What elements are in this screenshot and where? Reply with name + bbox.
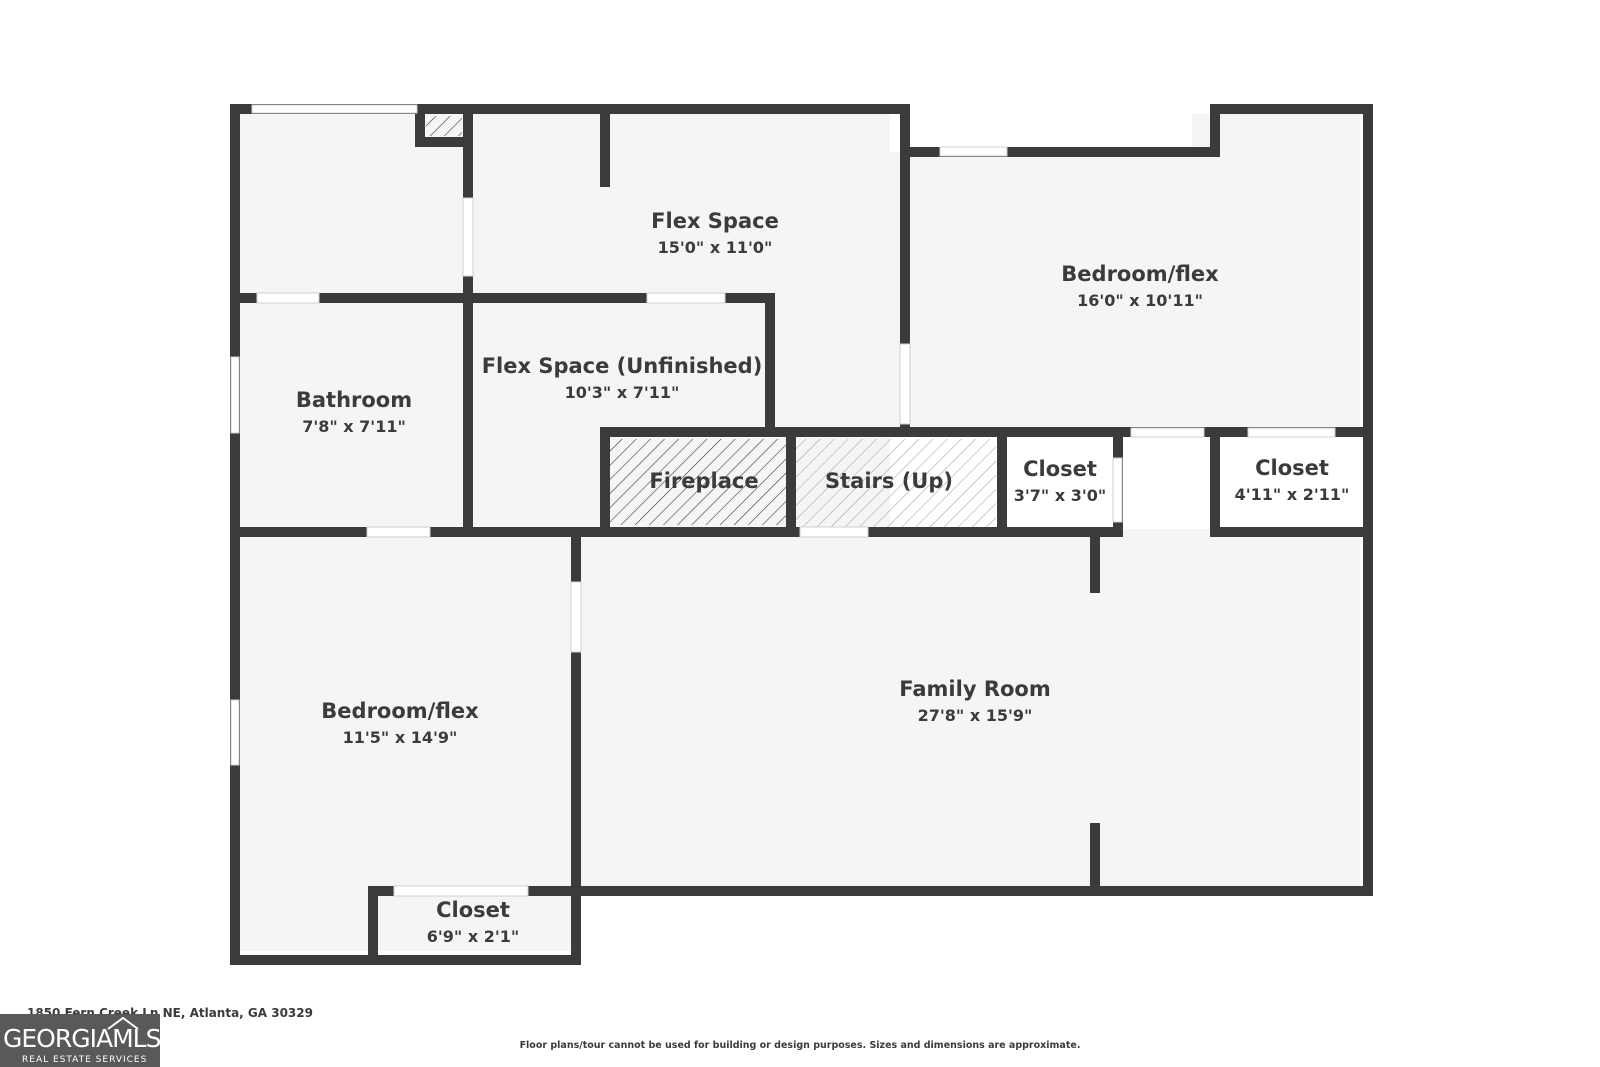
door-unfinished-top [646, 292, 726, 304]
room-name: Flex Space (Unfinished) [482, 354, 763, 378]
room-name: Bathroom [296, 388, 412, 412]
room-name: Closet [436, 898, 510, 922]
stairs-area [795, 439, 996, 533]
door-closet-bottom [393, 885, 529, 897]
room-dims: 11'5" x 14'9" [343, 728, 458, 747]
room-name: Flex Space [651, 209, 779, 233]
house-roof-icon [107, 1016, 139, 1030]
room-name: Fireplace [649, 469, 758, 493]
room-dims: 10'3" x 7'11" [565, 383, 680, 402]
door-hall-top [1130, 427, 1205, 438]
room-dims: 15'0" x 11'0" [658, 238, 773, 257]
door-bath-bottom [366, 526, 431, 538]
door-closet-right [1247, 427, 1336, 438]
door-closet-small [1112, 457, 1123, 523]
chimney-box [426, 116, 462, 136]
window-top-left [251, 104, 418, 114]
room-dims: 16'0" x 10'11" [1077, 291, 1203, 310]
door-bedroom-upper-side [899, 343, 911, 425]
room-name: Family Room [899, 677, 1050, 701]
room-dims: 6'9" x 2'1" [427, 927, 519, 946]
disclaimer-text: Floor plans/tour cannot be used for buil… [519, 1040, 1081, 1051]
logo-wordmark: GEORGIAMLS [3, 1024, 161, 1053]
door-bedroom-lower [570, 581, 582, 653]
room-name: Stairs (Up) [825, 469, 953, 493]
floor-fill [238, 114, 1360, 951]
room-name: Closet [1255, 456, 1329, 480]
room-dims: 27'8" x 15'9" [918, 706, 1033, 725]
window-bedroom-upper [939, 146, 1008, 157]
room-name: Bedroom/flex [321, 699, 479, 723]
door-flex-left [462, 197, 474, 277]
room-labels: Flex Space 15'0" x 11'0" Bedroom/flex 16… [296, 209, 1350, 946]
walls [230, 104, 1373, 965]
door-bath-top [256, 292, 320, 304]
openings [230, 104, 1336, 897]
room-dims: 3'7" x 3'0" [1014, 486, 1106, 505]
window-bedroom-lower [230, 699, 240, 766]
window-bath [230, 356, 240, 434]
logo-tagline: REAL ESTATE SERVICES [22, 1055, 148, 1065]
fireplace-area [610, 439, 786, 525]
room-name: Closet [1023, 457, 1097, 481]
room-dims: 4'11" x 2'11" [1235, 485, 1350, 504]
georgia-mls-logo: GEORGIAMLS REAL ESTATE SERVICES [0, 1014, 161, 1067]
room-dims: 7'8" x 7'11" [302, 417, 406, 436]
room-name: Bedroom/flex [1061, 262, 1219, 286]
stairs-opening [799, 526, 869, 538]
